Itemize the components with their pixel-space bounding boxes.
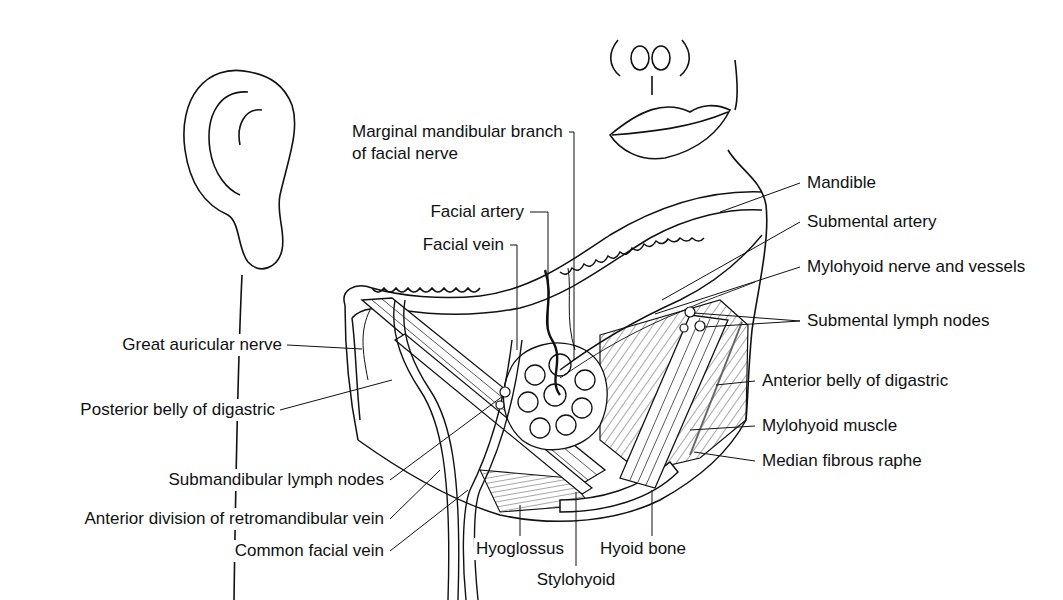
part-label: Median fibrous raphe (760, 450, 924, 472)
part-label: Submandibular lymph nodes (167, 469, 386, 491)
mandible (560, 238, 704, 274)
head-outline (652, 46, 670, 70)
leader-lines (694, 452, 755, 461)
blood-vessels (560, 282, 755, 378)
head-outline (735, 60, 737, 110)
blood-vessels (545, 270, 560, 395)
blood-vessels (363, 310, 370, 380)
submandibular-gland (556, 415, 576, 435)
leader-lines (716, 381, 755, 385)
part-label: Submental lymph nodes (805, 310, 991, 332)
head-outline (680, 40, 689, 76)
submandibular-gland (572, 398, 592, 418)
lymph-nodes (496, 307, 705, 409)
leader-lines (576, 492, 577, 566)
lymph-nodes (496, 401, 504, 409)
part-label: Anterior division of retromandibular vei… (82, 508, 386, 530)
head-outline (209, 92, 248, 195)
blood-vessels (560, 235, 762, 370)
part-label: Posterior belly of digastric (78, 399, 277, 421)
anterior-digastric (620, 315, 728, 488)
part-label: Mylohyoid muscle (760, 415, 899, 437)
part-label: Marginal mandibular branch of facial ner… (350, 121, 569, 165)
leader-lines (690, 426, 755, 430)
leader-lines (280, 380, 392, 410)
head-outline (239, 110, 262, 145)
leader-lines (652, 490, 653, 536)
part-label: Stylohyoid (535, 569, 617, 591)
blood-vessels (404, 300, 459, 600)
head-outline (612, 112, 728, 135)
lymph-nodes (500, 387, 510, 397)
part-label: Great auricular nerve (120, 334, 284, 356)
blood-vessels (363, 235, 762, 600)
part-label: Mylohyoid nerve and vessels (805, 256, 1027, 278)
submandibular-gland (530, 418, 550, 438)
mandible (344, 192, 762, 305)
leader-lines (662, 222, 800, 300)
leader-lines (720, 183, 800, 212)
part-label: Common facial vein (233, 540, 386, 562)
anterior-digastric (620, 315, 728, 488)
lymph-nodes (685, 307, 695, 317)
anterior-digastric (630, 318, 719, 485)
part-label: Mandible (805, 172, 878, 194)
leader-lines (510, 245, 517, 350)
blood-vessels (394, 300, 449, 600)
mandible (352, 318, 360, 420)
submandibular-gland (525, 365, 545, 385)
submandibular-gland (575, 370, 595, 390)
blood-vessels (463, 340, 512, 600)
blood-vessels (475, 340, 523, 600)
part-label: Hyoglossus (474, 538, 566, 560)
leader-lines (694, 313, 800, 327)
part-label: Hyoid bone (598, 538, 688, 560)
part-label: Anterior belly of digastric (760, 370, 950, 392)
head-outline (611, 40, 620, 76)
leader-lines (390, 490, 468, 551)
head-outline (184, 70, 295, 268)
leader-lines (280, 132, 800, 566)
leader-lines (287, 345, 362, 349)
leader-lines (520, 505, 521, 536)
head-outline (651, 76, 653, 95)
submandibular-gland (518, 392, 538, 412)
leader-lines (390, 396, 503, 480)
part-label: Submental artery (805, 211, 938, 233)
lymph-nodes (680, 324, 688, 332)
mandible (352, 210, 762, 318)
lymph-nodes (695, 321, 705, 331)
part-label: Facial vein (421, 234, 506, 256)
head-outline (610, 106, 730, 159)
leader-lines (390, 470, 440, 519)
head-outline (631, 46, 649, 70)
leader-lines (569, 132, 574, 360)
leader-lines (655, 267, 800, 314)
part-label: Facial artery (428, 201, 526, 223)
leader-lines (530, 212, 548, 330)
mandible (372, 288, 480, 292)
posterior-digastric (372, 299, 597, 480)
